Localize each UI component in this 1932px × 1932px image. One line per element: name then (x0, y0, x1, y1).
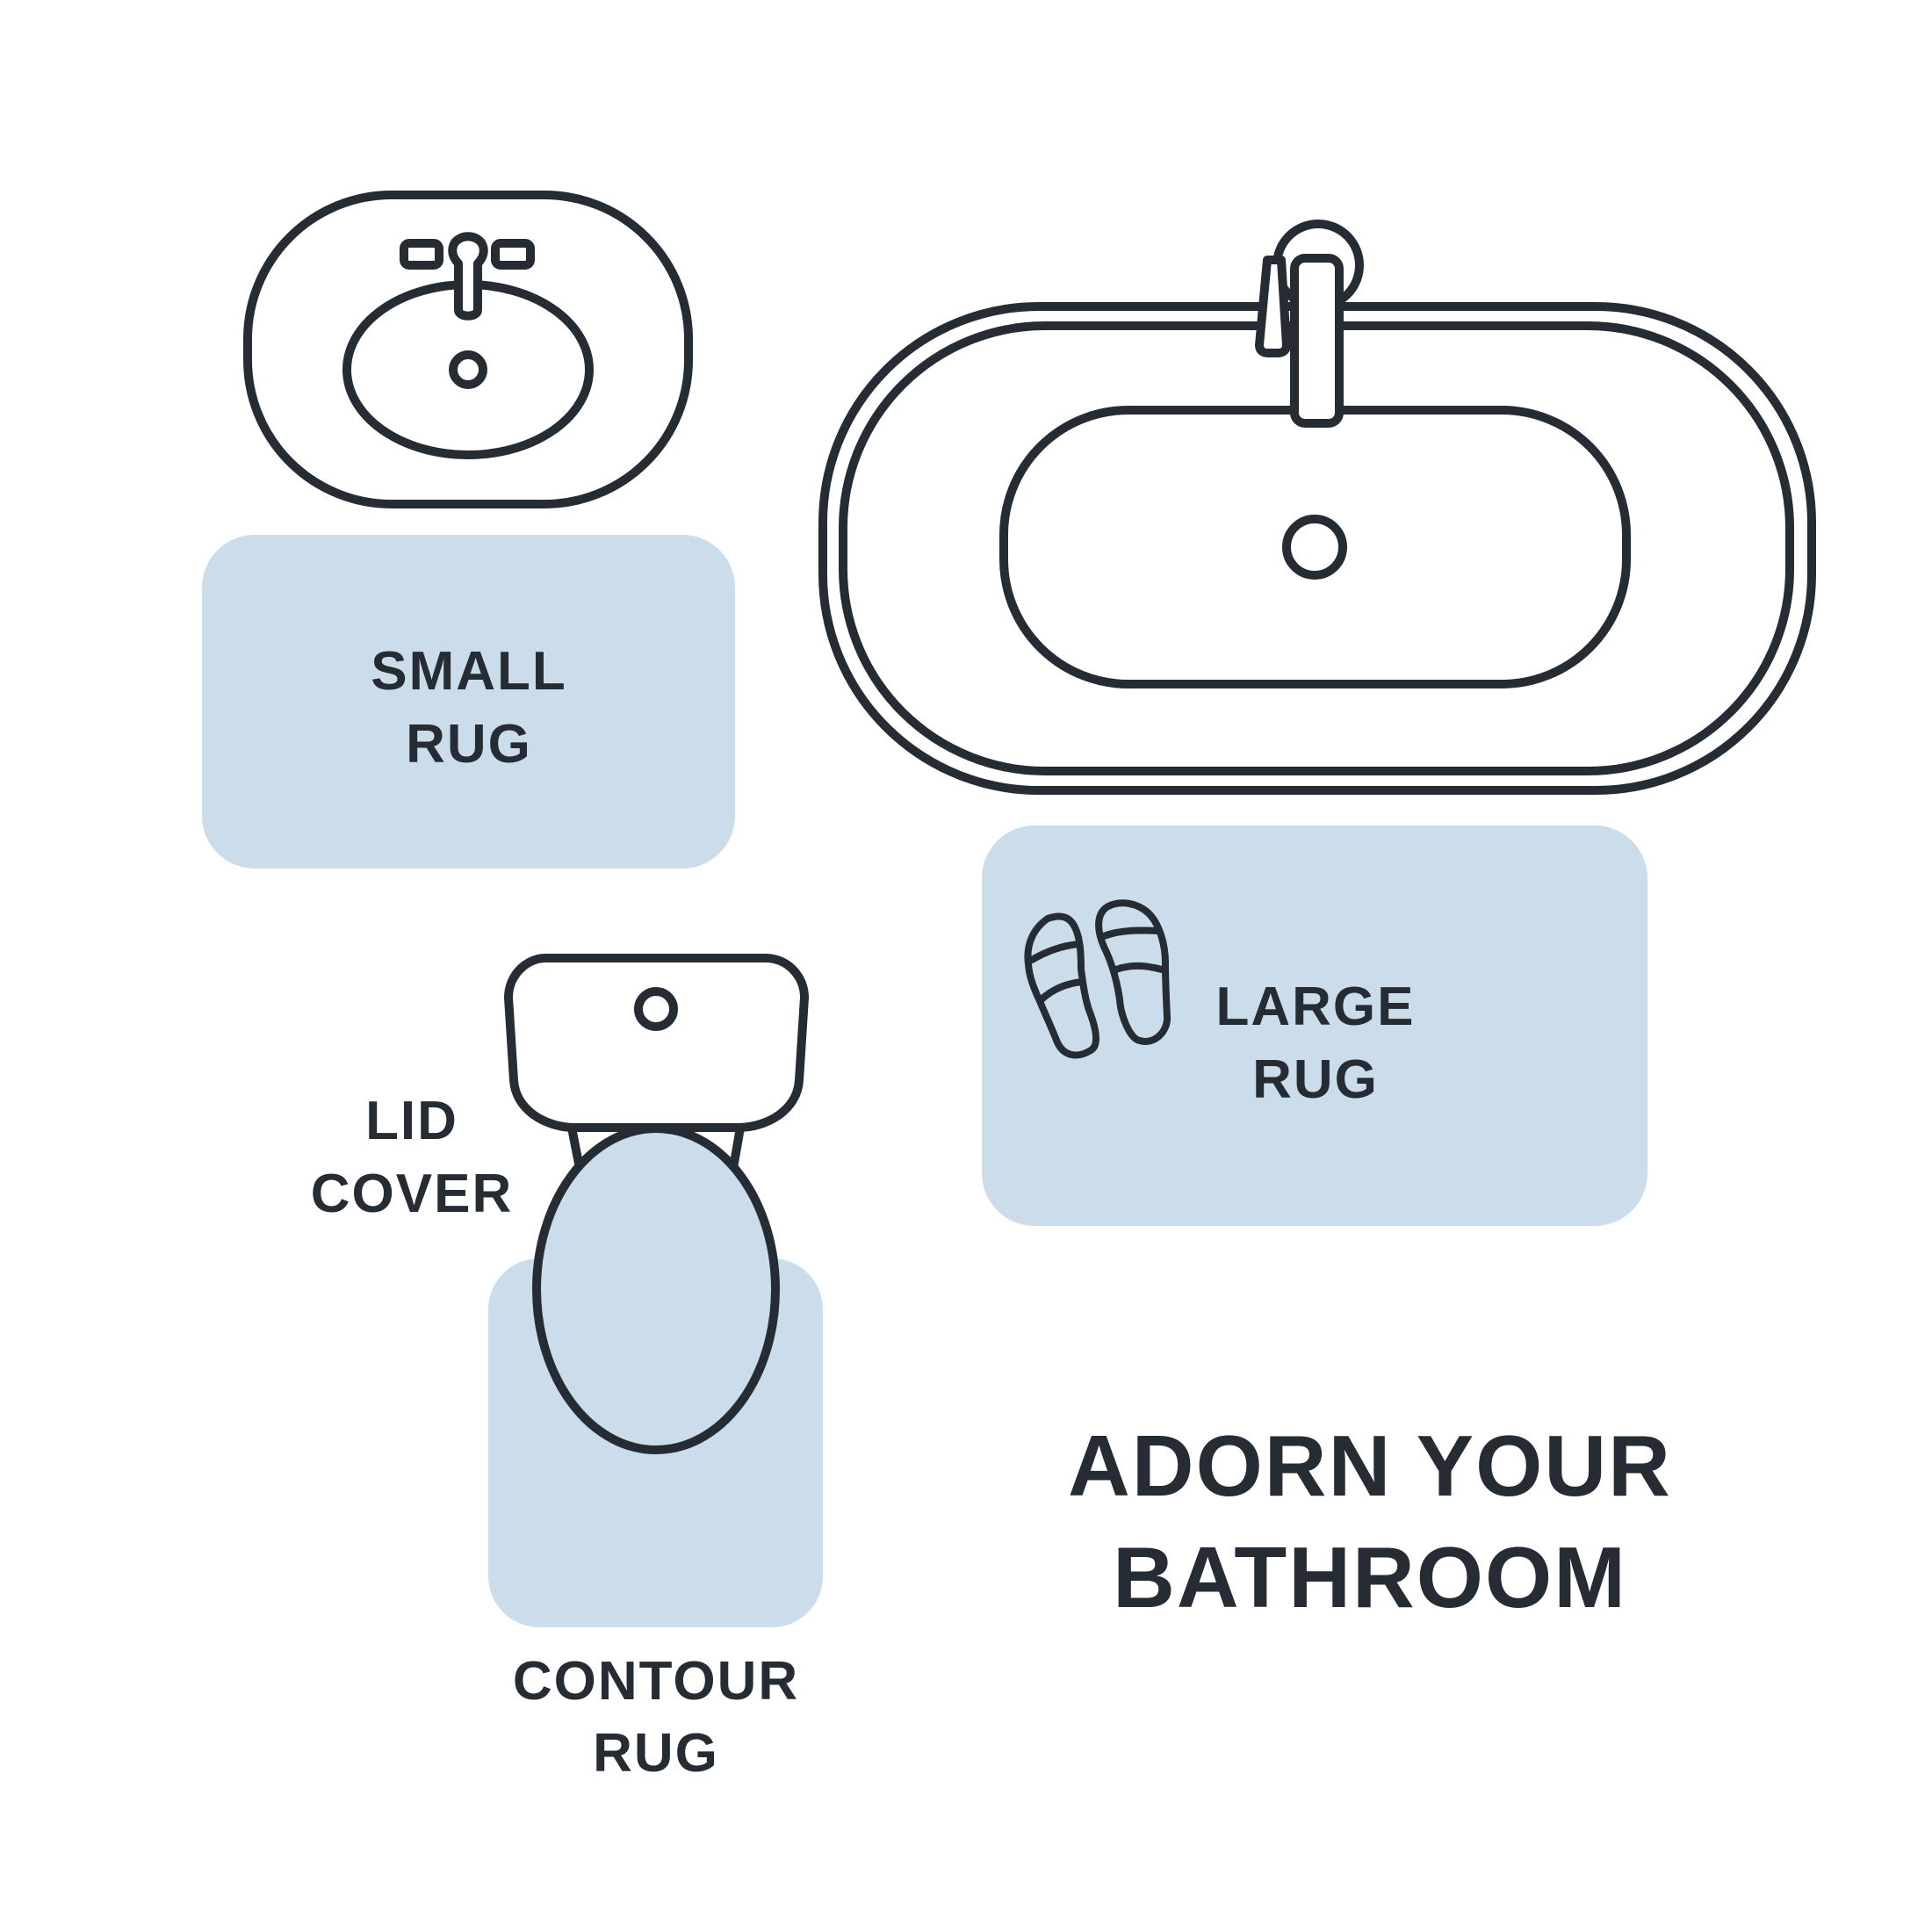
toilet-icon (504, 954, 809, 1454)
bathtub-icon (818, 220, 1816, 795)
headline-line1: ADORN YOUR (1068, 1417, 1672, 1514)
small-rug-label-line1: SMALL (371, 641, 567, 702)
contour-rug-label-line1: CONTOUR (513, 1651, 799, 1712)
large-rug-label-line2: RUG (1252, 1049, 1379, 1110)
sink-icon (243, 191, 693, 508)
slippers-icon (1024, 899, 1171, 1059)
lid-cover-label-line1: LID (365, 1091, 458, 1151)
contour-rug-label-line2: RUG (593, 1723, 719, 1784)
headline-line2: BATHROOM (1113, 1529, 1627, 1626)
large-rug-label-line1: LARGE (1216, 977, 1416, 1037)
large-rug (982, 825, 1647, 1226)
small-rug-label-line2: RUG (406, 714, 532, 775)
lid-cover-label-line2: COVER (311, 1164, 513, 1224)
small-rug (202, 535, 735, 869)
